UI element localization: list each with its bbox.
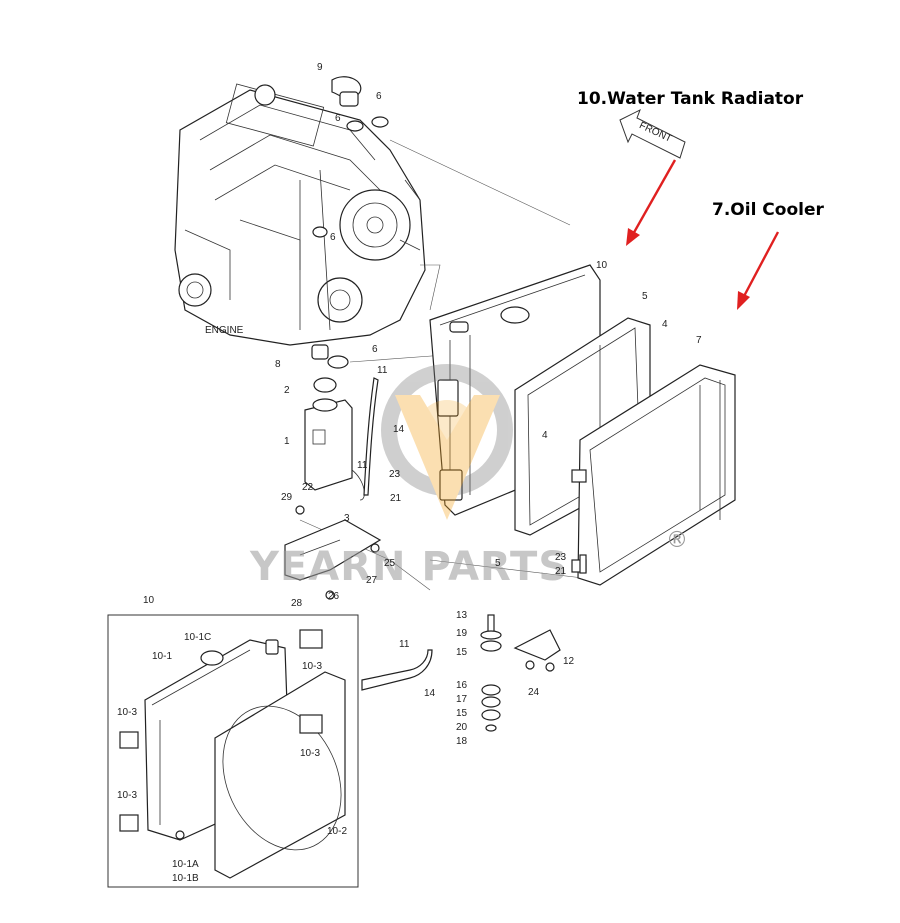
engine-drawing: ENGINE — [174, 76, 426, 369]
part-label-26: 26 — [328, 591, 340, 602]
part-label-20: 20 — [456, 722, 468, 733]
part-label-23: 23 — [389, 469, 401, 480]
part-label-7: 7 — [696, 335, 702, 346]
part-label-24: 24 — [528, 687, 540, 698]
mount-hardware — [480, 554, 587, 732]
part-label-1: 1 — [284, 436, 290, 447]
part-label-10-2: 10-2 — [327, 826, 347, 837]
part-label-8: 8 — [275, 359, 281, 370]
oil-cooler — [571, 364, 736, 586]
part-label-5: 5 — [495, 558, 501, 569]
watermark: YEARN PARTS ® — [249, 364, 688, 590]
part-label-15: 15 — [456, 647, 468, 658]
part-label-18: 18 — [456, 736, 468, 747]
part-label-4: 4 — [662, 319, 668, 330]
registered-mark: ® — [666, 528, 688, 553]
watermark-text: YEARN PARTS — [249, 544, 568, 590]
callout-arrows — [626, 159, 780, 310]
part-number-labels: 9 6 6 6 6 8 10 5 4 7 11 2 14 1 4 11 23 2… — [117, 62, 702, 884]
part-label-28: 28 — [291, 598, 303, 609]
part-label-12: 12 — [563, 656, 575, 667]
front-direction-arrow: FRONT — [619, 108, 686, 159]
part-label-23: 23 — [555, 552, 567, 563]
lower-hose — [361, 649, 433, 691]
watermark-gear-logo — [381, 364, 513, 520]
part-label-15: 15 — [456, 708, 468, 719]
part-label-14: 14 — [424, 688, 436, 699]
part-label-29: 29 — [281, 492, 293, 503]
part-label-11: 11 — [377, 365, 388, 376]
part-label-6: 6 — [376, 91, 382, 102]
part-label-21: 21 — [555, 566, 567, 577]
part-label-13: 13 — [456, 610, 468, 621]
part-label-11: 11 — [357, 460, 368, 471]
part-label-3: 3 — [344, 513, 350, 524]
part-label-10: 10 — [143, 595, 155, 606]
overflow-hose — [363, 377, 379, 496]
engine-label: ENGINE — [205, 325, 244, 336]
radiator-detail-inset — [107, 614, 359, 888]
part-label-25: 25 — [384, 558, 396, 569]
part-label-10-3: 10-3 — [300, 748, 320, 759]
oil-cooler-callout: 7.Oil Cooler — [712, 200, 825, 220]
part-label-27: 27 — [366, 575, 378, 586]
part-label-16: 16 — [456, 680, 468, 691]
part-label-21: 21 — [390, 493, 402, 504]
water-tank-radiator-callout: 10.Water Tank Radiator — [577, 89, 804, 109]
part-label-10-1: 10-1 — [152, 651, 172, 662]
part-label-10: 10 — [596, 260, 608, 271]
part-label-19: 19 — [456, 628, 468, 639]
part-label-5: 5 — [642, 291, 648, 302]
part-label-2: 2 — [284, 385, 290, 396]
part-label-14: 14 — [393, 424, 405, 435]
part-label-6: 6 — [335, 113, 341, 124]
part-label-6: 6 — [372, 344, 378, 355]
part-label-10-3: 10-3 — [302, 661, 322, 672]
mounting-bracket — [284, 505, 382, 600]
part-label-11: 11 — [399, 639, 410, 650]
coolant-reservoir — [304, 377, 365, 501]
part-label-10-1a: 10-1A — [172, 859, 199, 870]
part-label-4: 4 — [542, 430, 548, 441]
part-label-10-1c: 10-1C — [184, 632, 211, 643]
part-label-17: 17 — [456, 694, 468, 705]
part-label-10-3: 10-3 — [117, 790, 137, 801]
part-label-10-3: 10-3 — [117, 707, 137, 718]
part-label-22: 22 — [302, 482, 314, 493]
part-label-9: 9 — [317, 62, 323, 73]
part-label-6: 6 — [330, 232, 336, 243]
part-label-10-1b: 10-1B — [172, 873, 199, 884]
